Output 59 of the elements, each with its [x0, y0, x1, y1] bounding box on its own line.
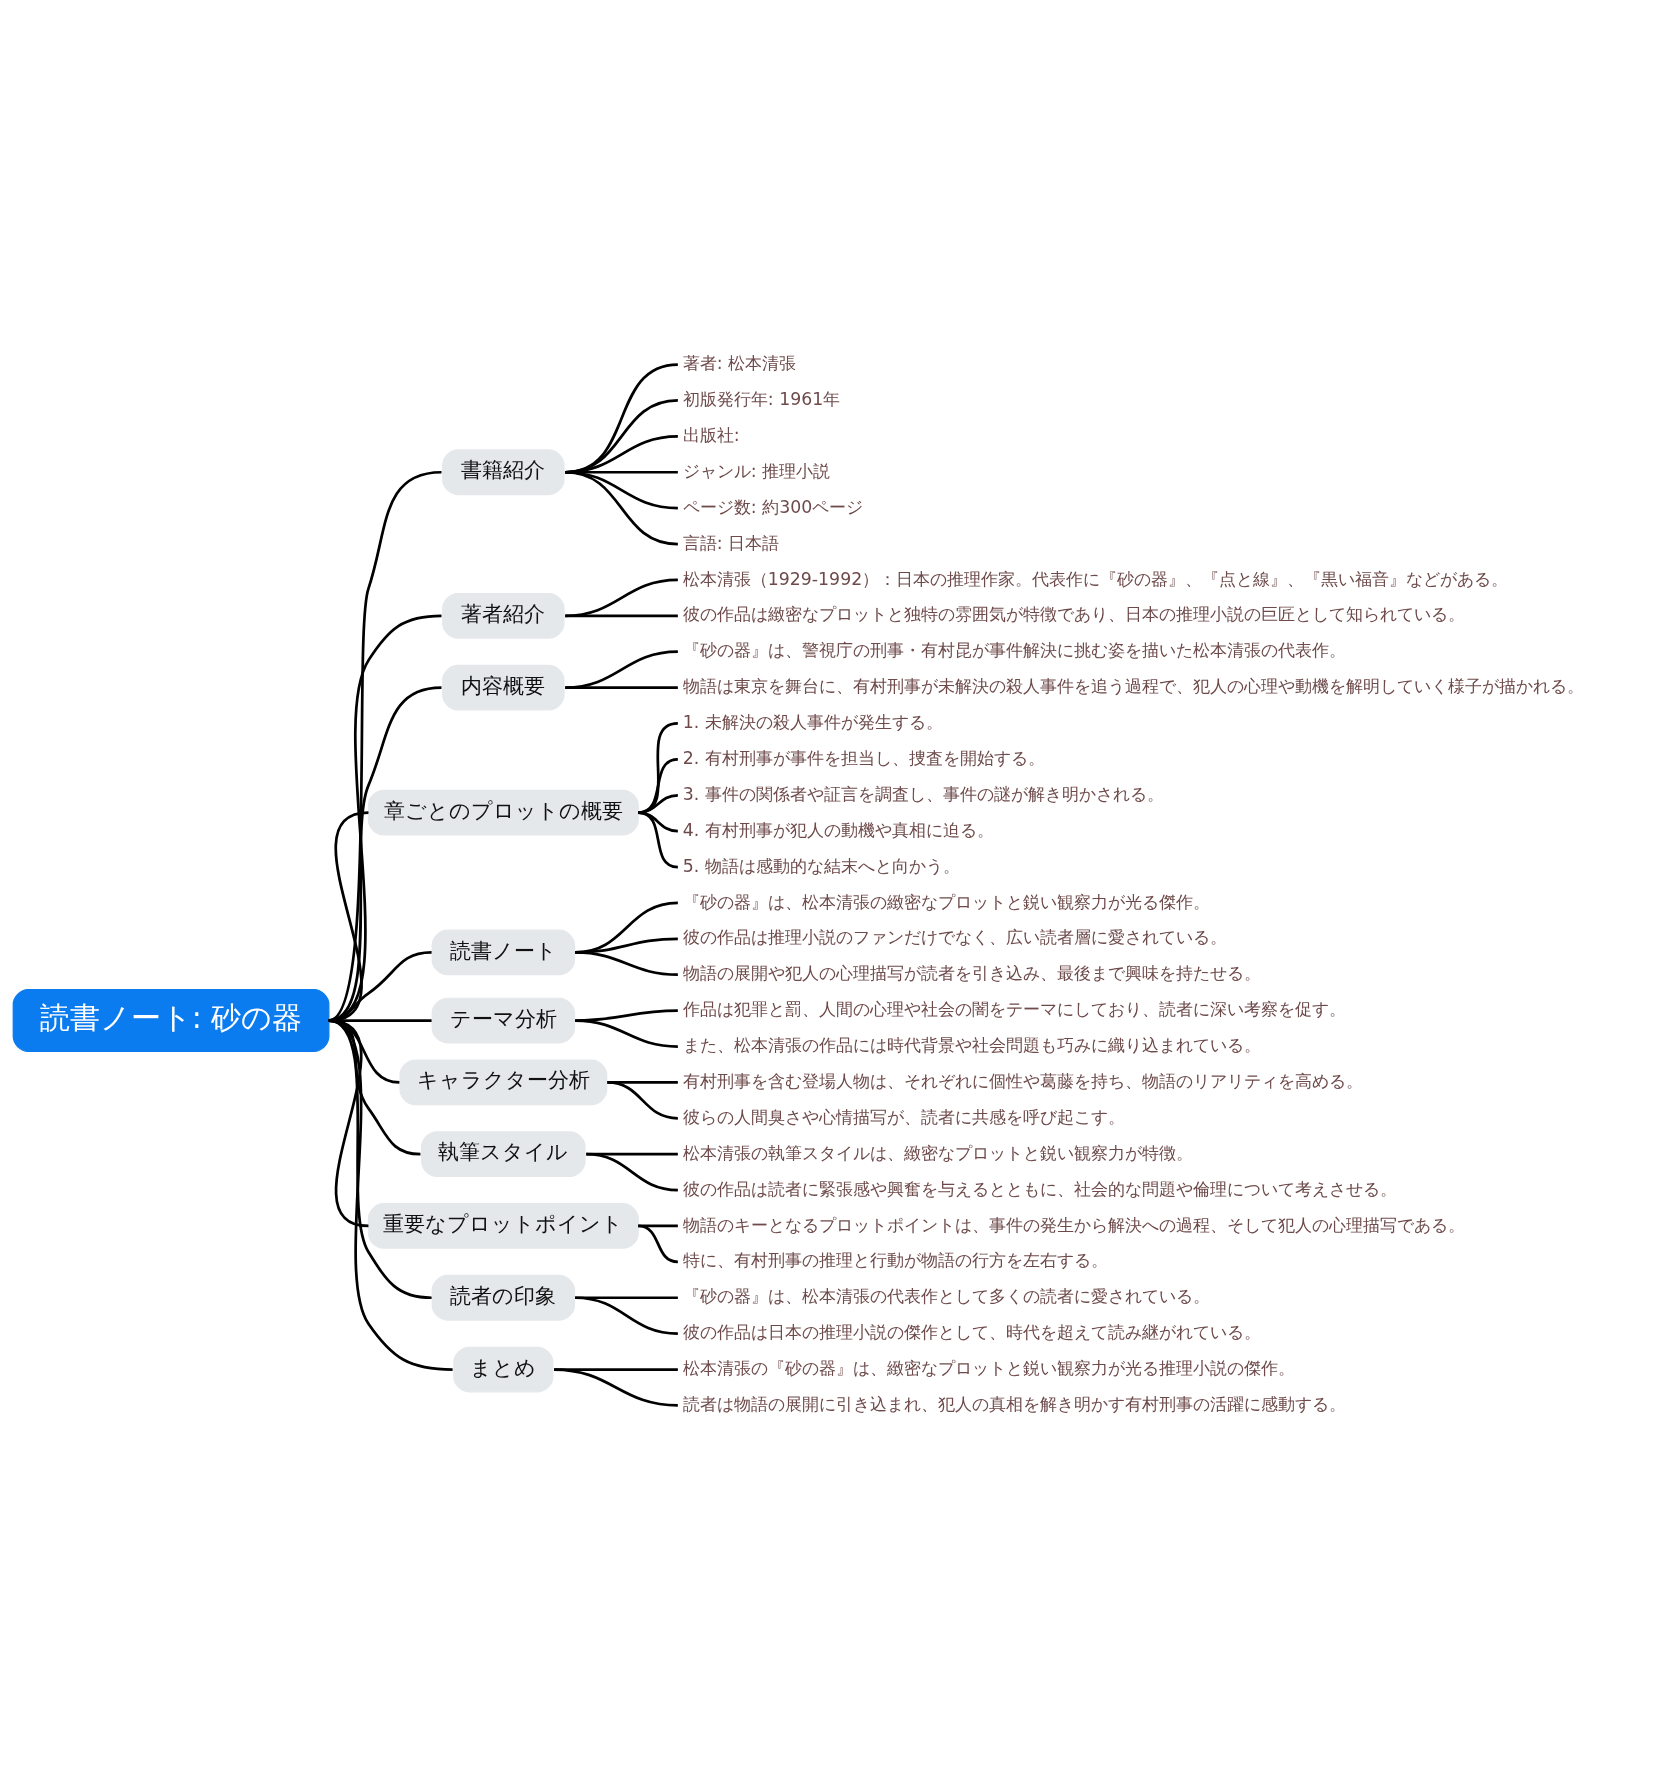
- node-text: 『砂の器』は、松本清張の代表作として多くの読者に愛されている。: [682, 1286, 1210, 1307]
- node-text: また、松本清張の作品には時代背景や社会問題も巧みに織り込まれている。: [682, 1035, 1261, 1056]
- node-text: 作品は犯罪と罰、人間の心理や社会の闇をテーマにしており、読者に深い考察を促す。: [682, 999, 1346, 1020]
- node-text: 4. 有村刑事が犯人の動機や真相に迫る。: [682, 819, 994, 840]
- node-box: 重要なプロットポイント: [367, 1203, 639, 1249]
- node-text: 読者は物語の展開に引き込まれ、犯人の真相を解き明かす有村刑事の活躍に感動する。: [682, 1394, 1346, 1415]
- connector: [565, 650, 678, 689]
- node-text: 出版社:: [682, 424, 740, 445]
- connector: [607, 1081, 678, 1120]
- connector: [575, 951, 678, 977]
- connector: [328, 1019, 453, 1371]
- node-text: ジャンル: 推理小説: [682, 460, 831, 481]
- connector: [586, 1152, 678, 1192]
- node-box: 著者紹介: [442, 592, 565, 639]
- node-text: ページ数: 約300ページ: [682, 496, 864, 517]
- connector: [565, 470, 678, 546]
- node-text: 彼の作品は日本の推理小説の傑作として、時代を超えて読み継がれている。: [682, 1322, 1261, 1343]
- node-text: 言語: 日本語: [682, 532, 780, 553]
- connector: [638, 811, 679, 869]
- node-text: 松本清張（1929-1992）：日本の推理作家。代表作に『砂の器』、『点と線』、『黒い福音』などがある。: [682, 568, 1509, 589]
- node-box: 読書ノート: 砂の器: [12, 988, 330, 1053]
- node-text: 彼の作品は読者に緊張感や興奮を与えるとともに、社会的な問題や倫理について考えさせる。: [682, 1178, 1397, 1199]
- node-text: 物語の展開や犯人の心理描写が読者を引き込み、最後まで興味を持たせる。: [682, 963, 1261, 984]
- node-box: 執筆スタイル: [421, 1131, 586, 1178]
- connector: [575, 1019, 678, 1048]
- node-text: 『砂の器』は、松本清張の緻密なプロットと鋭い観察力が光る傑作。: [682, 891, 1210, 912]
- node-text: 松本清張の執筆スタイルは、緻密なプロットと鋭い観察力が特徴。: [682, 1142, 1193, 1163]
- node-box: テーマ分析: [431, 997, 576, 1044]
- node-text: 3. 事件の関係者や証言を調査し、事件の謎が解き明かされる。: [682, 783, 1164, 804]
- connector: [638, 758, 679, 814]
- node-text: 彼の作品は推理小説のファンだけでなく、広い読者層に愛されている。: [682, 927, 1227, 948]
- node-text: 『砂の器』は、警視庁の刑事・有村昆が事件解決に挑む姿を描いた松本清張の代表作。: [682, 640, 1346, 661]
- node-text: 2. 有村刑事が事件を担当し、捜査を開始する。: [682, 747, 1045, 768]
- node-text: 彼の作品は緻密なプロットと独特の雰囲気が特徴であり、日本の推理小説の巨匠として知られている。: [682, 604, 1465, 625]
- node-box: 読者の印象: [431, 1274, 576, 1321]
- node-text: 物語は東京を舞台に、有村刑事が未解決の殺人事件を追う過程で、犯人の心理や動機を解明していく様子が描かれる。: [682, 676, 1584, 697]
- node-text: 有村刑事を含む登場人物は、それぞれに個性や葛藤を持ち、物語のリアリティを高める。: [682, 1070, 1363, 1091]
- node-text: 1. 未解決の殺人事件が発生する。: [682, 712, 943, 733]
- node-box: まとめ: [453, 1346, 554, 1393]
- connector: [565, 686, 678, 689]
- node-box: 書籍紹介: [442, 449, 565, 496]
- node-text: 特に、有村刑事の推理と行動が物語の行方を左右する。: [682, 1250, 1108, 1271]
- node-text: 5. 物語は感動的な結末へと向かう。: [682, 855, 960, 876]
- node-box: 読書ノート: [431, 929, 576, 976]
- connector: [638, 1224, 679, 1264]
- node-text: 彼らの人間臭さや心情描写が、読者に共感を呼び起こす。: [682, 1106, 1125, 1127]
- node-text: 著者: 松本清張: [682, 353, 797, 374]
- node-text: 松本清張の『砂の器』は、緻密なプロットと鋭い観察力が光る推理小説の傑作。: [682, 1358, 1295, 1379]
- node-box: 章ごとのプロットの概要: [367, 789, 639, 836]
- connector: [575, 1296, 678, 1300]
- connector: [565, 614, 678, 618]
- connector: [575, 1296, 678, 1335]
- connector: [638, 722, 679, 814]
- node-text: 物語のキーとなるプロットポイントは、事件の発生から解決への過程、そして犯人の心理描写である。: [682, 1214, 1465, 1235]
- node-box: キャラクター分析: [399, 1059, 608, 1106]
- node-box: 内容概要: [442, 664, 565, 711]
- connector: [565, 578, 678, 618]
- node-text: 初版発行年: 1961年: [682, 389, 841, 410]
- connector: [554, 1368, 678, 1407]
